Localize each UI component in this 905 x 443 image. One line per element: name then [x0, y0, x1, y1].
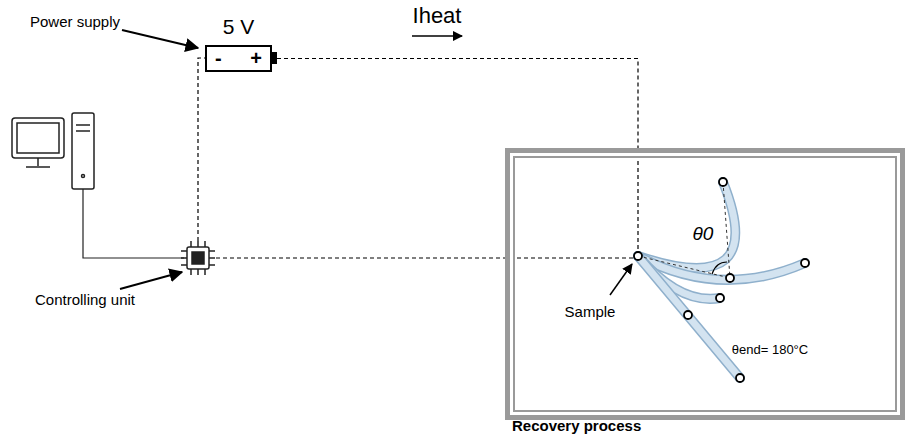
terminal-sign: -	[215, 46, 222, 68]
controller-chip	[181, 241, 215, 275]
part-label: Controlling unit	[35, 292, 135, 309]
recovery-chamber: Recovery process	[505, 148, 905, 420]
angle-guides	[638, 182, 730, 278]
battery-terminal	[272, 52, 277, 64]
leader-arrow	[610, 264, 632, 295]
wire	[277, 59, 638, 149]
current-arrow	[412, 35, 462, 37]
wire	[216, 257, 634, 258]
part-label: Sample	[565, 304, 616, 321]
angle-label: θend= 180°C	[732, 343, 808, 357]
battery-symbol: 5 V-+	[205, 45, 272, 72]
voltage-label: 5 V	[223, 15, 255, 38]
wire	[637, 154, 638, 252]
region-title: Recovery process	[512, 418, 641, 435]
angle-label: θ0	[693, 224, 714, 245]
joint-markers	[634, 178, 809, 382]
angle-arc	[712, 262, 727, 274]
wire	[198, 58, 205, 241]
terminal-sign: +	[250, 46, 262, 68]
data-cable	[83, 189, 184, 258]
part-label: Power supply	[30, 14, 120, 31]
leader-arrow	[120, 272, 182, 289]
current-label: Iheat	[413, 4, 462, 28]
computer-icon	[12, 113, 94, 189]
leader-arrow	[122, 30, 198, 48]
